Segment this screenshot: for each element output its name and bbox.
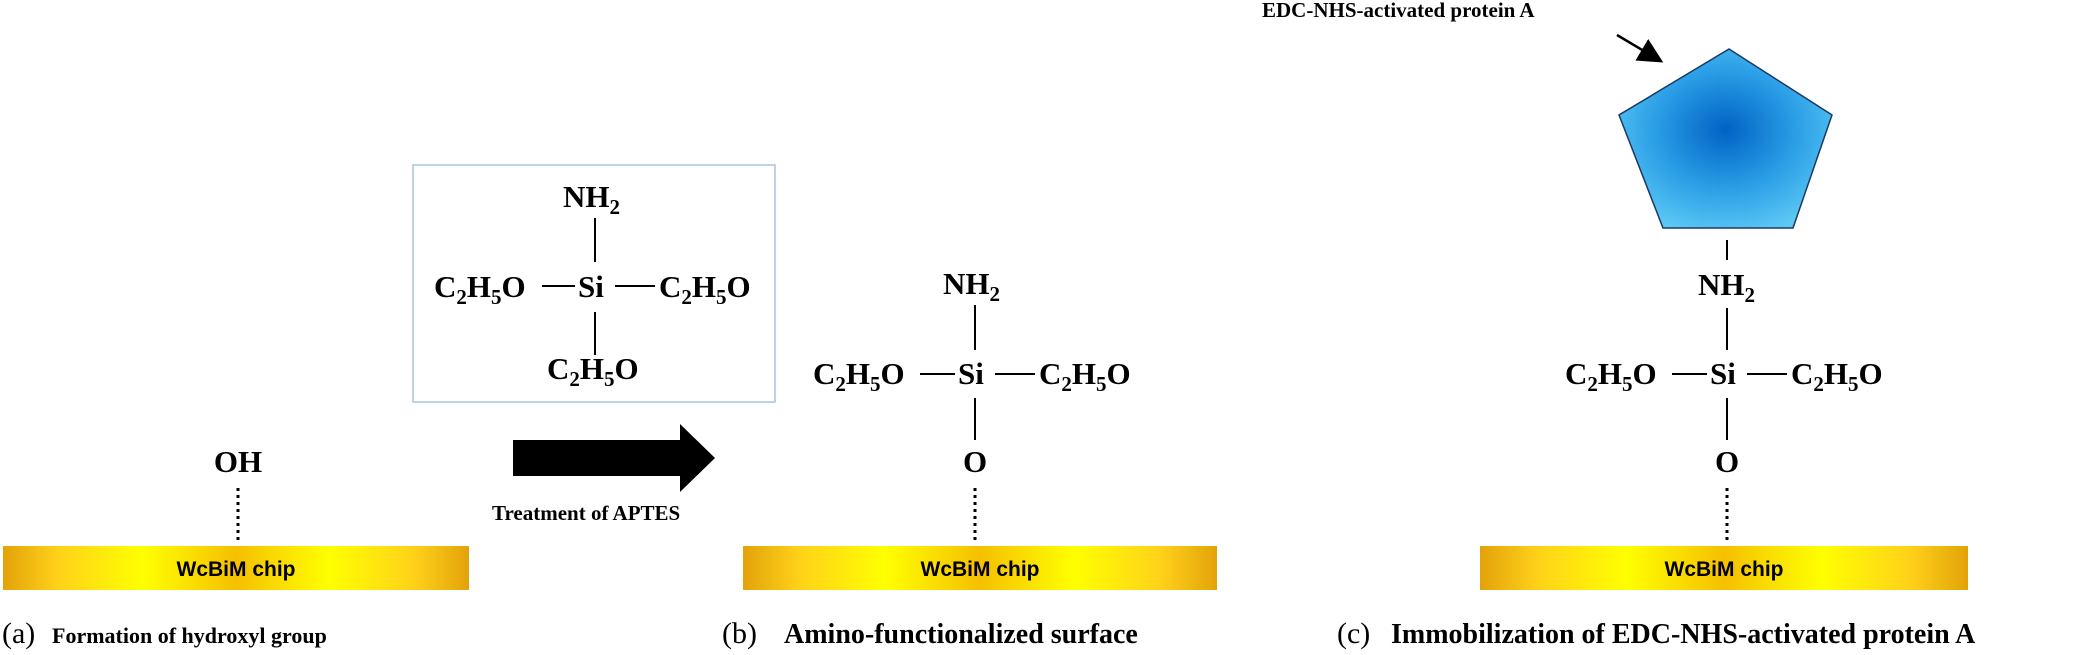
chip-b	[743, 546, 1217, 590]
reagent-bottom-group: C2H5O	[547, 351, 639, 391]
block-arrow	[513, 424, 715, 492]
panel-b: NH2 C2H5O Si C2H5O O WcBiM chip (b) Amin…	[722, 266, 1217, 650]
chip-b-label: WcBiM chip	[921, 558, 1040, 581]
protein-label-arrow	[1616, 33, 1664, 63]
silane-b-left-group: C2H5O	[813, 356, 905, 396]
chip-c	[1480, 546, 1968, 590]
chip-a	[3, 546, 469, 590]
panel-a-letter: (a)	[2, 617, 35, 650]
hydroxyl-group: OH	[214, 444, 262, 479]
reagent-top-group: NH2	[563, 179, 620, 219]
silane-b-right-group: C2H5O	[1039, 356, 1131, 396]
chip-c-label: WcBiM chip	[1665, 558, 1784, 581]
silane-b-center-atom: Si	[958, 356, 984, 391]
chip-a-label: WcBiM chip	[177, 558, 296, 581]
silane-c-center-atom: Si	[1710, 356, 1736, 391]
reagent-box-border	[412, 164, 776, 403]
reagent-left-group: C2H5O	[434, 269, 526, 309]
panel-c: EDC-NHS-activated protein A NH2 C2H5O Si…	[1262, 0, 1976, 650]
silane-c-oxygen: O	[1715, 444, 1739, 479]
silane-b-amine: NH2	[943, 266, 1000, 306]
panel-c-title: Immobilization of EDC-NHS-activated prot…	[1391, 619, 1976, 650]
panel-a: OH WcBiM chip (a) Formation of hydroxyl …	[2, 444, 469, 650]
protein-label: EDC-NHS-activated protein A	[1262, 0, 1535, 22]
silane-c-right-group: C2H5O	[1791, 356, 1883, 396]
arrow-label: Treatment of APTES	[492, 501, 680, 525]
silane-b-oxygen: O	[963, 444, 987, 479]
silane-c-amine: NH2	[1698, 267, 1755, 307]
panel-c-letter: (c)	[1337, 617, 1370, 650]
protein-a-pentagon	[1618, 48, 1833, 229]
panel-b-letter: (b)	[722, 617, 757, 650]
panel-b-title: Amino-functionalized surface	[784, 619, 1138, 650]
panel-a-title: Formation of hydroxyl group	[52, 623, 327, 648]
reagent-center-atom: Si	[578, 269, 604, 304]
reagent-right-group: C2H5O	[659, 269, 751, 309]
aptes-reagent-box: NH2 C2H5O Si C2H5O C2H5O	[412, 164, 776, 403]
silane-c-left-group: C2H5O	[1565, 356, 1657, 396]
process-arrow: Treatment of APTES	[492, 424, 715, 525]
